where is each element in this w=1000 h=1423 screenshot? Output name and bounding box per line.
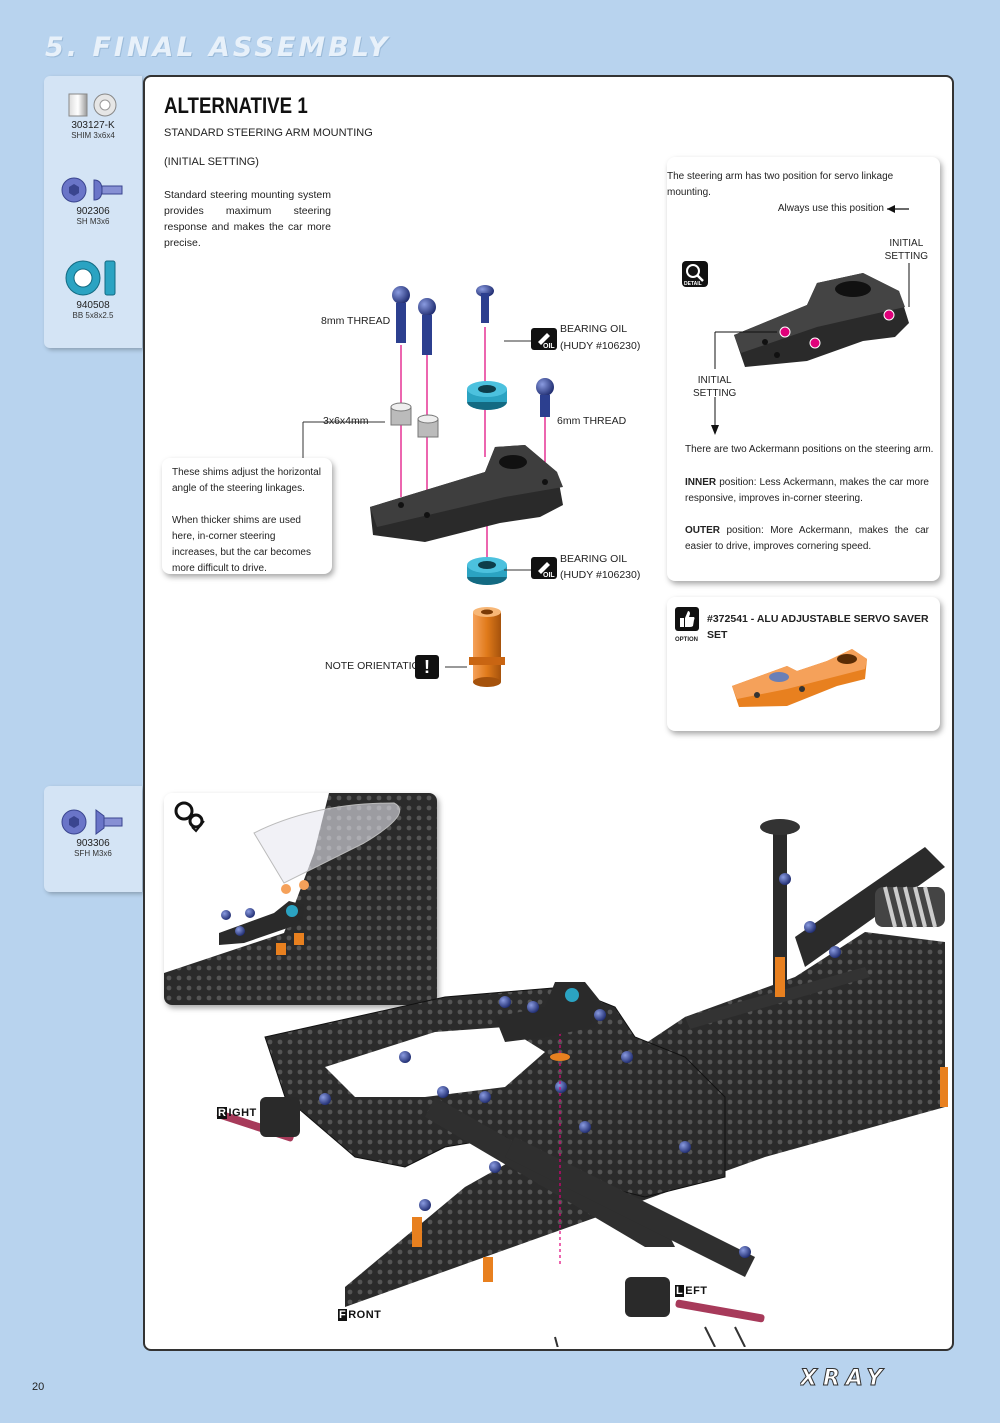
chassis-diagram bbox=[216, 819, 948, 1347]
shims bbox=[390, 402, 439, 438]
flat-screw-icon bbox=[61, 809, 123, 835]
magnifier-icon: DETAIL bbox=[682, 261, 708, 287]
part-item: 903306 SFH M3x6 bbox=[44, 808, 142, 858]
part-code: 940508 bbox=[76, 300, 110, 311]
label-bearing-oil: BEARING OIL bbox=[560, 553, 628, 565]
oil-icon: OIL bbox=[531, 557, 557, 579]
detail-inner-position: INNER position: Less Ackermann, makes th… bbox=[685, 477, 929, 504]
shim-icon bbox=[68, 93, 117, 117]
svg-text:DETAIL: DETAIL bbox=[684, 281, 702, 287]
detail-heading: The steering arm has two position for se… bbox=[667, 171, 894, 198]
part-code: 303127-K bbox=[71, 120, 115, 131]
detail-always-label: Always use this position bbox=[777, 203, 884, 214]
detail-outer-position: OUTER position: More Ackermann, makes th… bbox=[685, 525, 929, 552]
detail-initial-setting: INITIAL SETTING bbox=[884, 238, 928, 262]
part-item: 902306 SH M3x6 bbox=[44, 176, 142, 226]
parts-panel: 303127-K SHIM 3x6x4 902306 SH M3x6 94050… bbox=[44, 76, 142, 348]
section-setting: (INITIAL SETTING) bbox=[164, 156, 259, 168]
parts-panel: 903306 SFH M3x6 bbox=[44, 786, 142, 892]
part-item: 303127-K SHIM 3x6x4 bbox=[44, 92, 142, 140]
oil-icon: OIL bbox=[531, 328, 557, 350]
page-title: 5. FINAL ASSEMBLY bbox=[45, 32, 391, 63]
thumbs-up-icon bbox=[675, 607, 699, 631]
section-title: ALTERNATIVE 1 bbox=[164, 93, 308, 118]
exploded-diagram bbox=[302, 285, 563, 687]
option-label: OPTION bbox=[675, 637, 699, 643]
part-desc: SHIM 3x6x4 bbox=[71, 131, 115, 140]
detail-ackermann-intro: There are two Ackermann positions on the… bbox=[685, 444, 934, 455]
zoom-diagram bbox=[164, 793, 437, 1005]
label-note-orientation: NOTE ORIENTATION bbox=[325, 660, 428, 672]
xray-logo: XRAY bbox=[798, 1365, 960, 1394]
label-hudy-oil: (HUDY #106230) bbox=[560, 340, 641, 352]
option-callout: OPTION #372541 - ALU ADJUSTABLE SERVO SA… bbox=[667, 597, 940, 731]
part-item: 940508 BB 5x8x2.5 bbox=[44, 258, 142, 320]
label-shim-size: 3x6x4mm bbox=[323, 415, 369, 427]
main-panel: ALTERNATIVE 1 STANDARD STEERING ARM MOUN… bbox=[143, 75, 954, 1351]
steering-arm-detail: DETAIL bbox=[682, 205, 910, 435]
bearing bbox=[467, 557, 507, 585]
part-code: 903306 bbox=[76, 838, 110, 849]
aluminum-post bbox=[469, 607, 505, 687]
page-number: 20 bbox=[32, 1381, 45, 1393]
bearing bbox=[467, 381, 507, 410]
part-desc: SH M3x6 bbox=[76, 217, 110, 226]
svg-text:XRAY: XRAY bbox=[800, 1366, 888, 1389]
svg-text:OIL: OIL bbox=[543, 572, 555, 579]
svg-text:OIL: OIL bbox=[543, 343, 555, 350]
servo-saver-image bbox=[732, 649, 867, 707]
part-desc: SFH M3x6 bbox=[74, 849, 112, 858]
section-subtitle: STANDARD STEERING ARM MOUNTING bbox=[164, 127, 373, 139]
part-desc: BB 5x8x2.5 bbox=[72, 311, 114, 320]
bearing-icon bbox=[65, 260, 116, 296]
settings-check-icon bbox=[174, 801, 205, 833]
warning-icon: ! bbox=[415, 655, 439, 679]
detail-callout: The steering arm has two position for se… bbox=[667, 157, 940, 581]
section-intro: Standard steering mounting system provid… bbox=[164, 189, 331, 249]
shim-note-text: When thicker shims are used here, in-cor… bbox=[172, 515, 311, 574]
ball-stud-6mm bbox=[536, 378, 554, 417]
label-6mm-thread: 6mm THREAD bbox=[557, 415, 627, 427]
steering-arm bbox=[370, 445, 563, 542]
zoom-callout bbox=[164, 793, 437, 1005]
screw bbox=[476, 285, 494, 323]
ball-stud-8mm bbox=[392, 286, 436, 355]
option-text: #372541 - ALU ADJUSTABLE SERVO SAVER SET bbox=[707, 613, 929, 641]
shim-note-text: These shims adjust the horizontal angle … bbox=[172, 467, 321, 494]
label-bearing-oil: BEARING OIL bbox=[560, 323, 628, 335]
shim-note-callout: These shims adjust the horizontal angle … bbox=[162, 458, 332, 574]
label-8mm-thread: 8mm THREAD bbox=[321, 315, 391, 327]
part-code: 902306 bbox=[76, 206, 110, 217]
detail-initial-setting: INITIAL SETTING bbox=[693, 375, 737, 399]
screw-icon bbox=[61, 177, 123, 203]
label-hudy-oil: (HUDY #106230) bbox=[560, 569, 641, 581]
